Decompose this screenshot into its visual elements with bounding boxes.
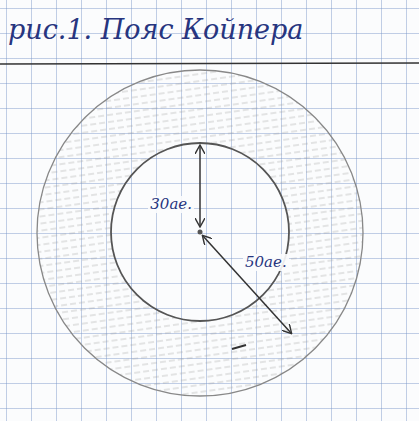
inner-circle [111,143,289,321]
sun-dot [198,230,203,235]
figure-title: рис.1. Пояс Койпера [8,14,303,45]
outer-circle [37,70,363,396]
dimension-label: 50ае. [243,254,289,271]
belt-shading [37,70,363,396]
radius-arrow [199,146,201,226]
pencil-mark [232,345,246,349]
radius-arrow [203,236,291,333]
title-rule [0,63,419,64]
dimension-label: 30ае. [148,196,194,213]
